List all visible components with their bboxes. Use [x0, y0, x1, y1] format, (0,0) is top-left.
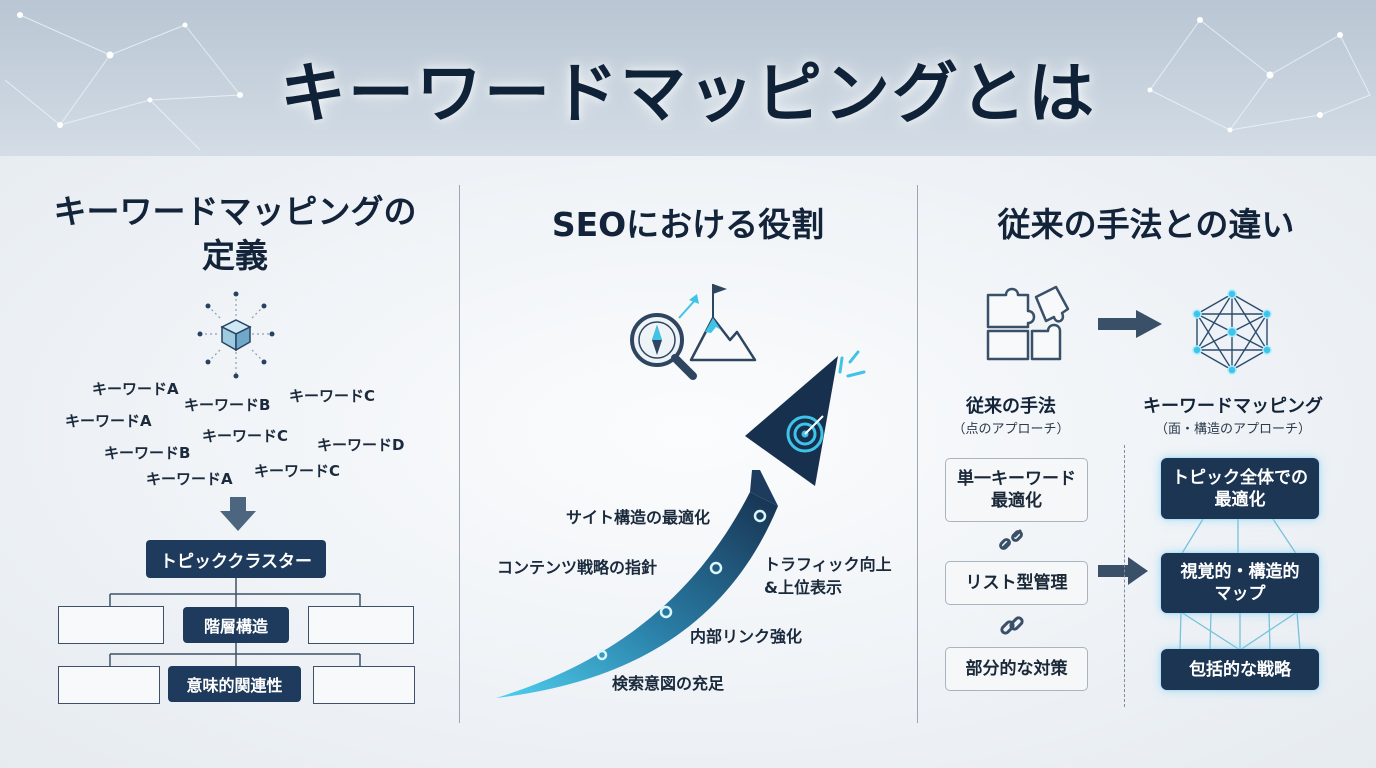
traditional-item: 部分的な対策: [945, 647, 1088, 691]
traditional-item: リスト型管理: [945, 561, 1088, 605]
traditional-heading: 従来の手法: [966, 396, 1056, 417]
semantic-relevance-box: 意味的関連性: [168, 666, 301, 702]
keyword-label: キーワードB: [184, 396, 271, 414]
traffic-label: トラフィック向上 &上位表示: [764, 555, 892, 597]
link-icon: [1000, 616, 1024, 635]
mapping-note: （面・構造のアプローチ）: [1154, 422, 1311, 437]
seo-role-title: SEOにおける役割: [551, 205, 825, 244]
keyword-label: キーワードC: [254, 462, 341, 480]
hierarchy-box: 階層構造: [183, 607, 289, 643]
mapping-heading: キーワードマッピング: [1143, 396, 1323, 417]
network-cube-icon: [197, 291, 275, 379]
column-divider: [1124, 445, 1125, 707]
right-arrow-icon: [1098, 310, 1162, 338]
magnifier-compass-icon: [630, 284, 757, 380]
page-title: キーワードマッピングとは: [280, 55, 1096, 132]
network-background-icon: [4, 12, 1371, 151]
target-icon: [786, 415, 824, 453]
traditional-item: 単一キーワード 最適化: [945, 458, 1088, 522]
mapping-item: トピック全体での 最適化: [1161, 458, 1319, 519]
search-intent-label: 検索意図の充足: [612, 674, 725, 693]
network-sphere-icon: [1192, 289, 1272, 375]
keyword-label: キーワードD: [317, 436, 405, 454]
puzzle-icon: [986, 285, 1070, 361]
broken-link-icon: [999, 529, 1023, 550]
topic-cluster-box: トピッククラスター: [146, 540, 326, 578]
content-strategy-label: コンテンツ戦略の指針: [497, 558, 658, 577]
empty-node-box: [308, 606, 414, 644]
mapping-item: 視覚的・構造的 マップ: [1161, 553, 1319, 613]
keyword-label: キーワードB: [104, 444, 191, 462]
mountain-flag-icon: [689, 284, 757, 362]
internal-links-label: 内部リンク強化: [690, 627, 803, 646]
keyword-label: キーワードA: [92, 380, 179, 398]
traditional-note: （点のアプローチ）: [952, 422, 1070, 437]
empty-node-box: [58, 666, 160, 704]
section-divider: [917, 185, 918, 723]
header-banner: キーワードマッピングとは: [0, 0, 1376, 156]
definition-title: キーワードマッピングの 定義: [53, 192, 417, 275]
empty-node-box: [58, 606, 164, 644]
right-arrow-icon: [1098, 557, 1148, 585]
comparison-title: 従来の手法との違い: [997, 205, 1295, 244]
keyword-label: キーワードA: [146, 470, 233, 488]
keyword-label: キーワードC: [289, 387, 376, 405]
keyword-label: キーワードC: [202, 427, 289, 445]
down-arrow-icon: [220, 497, 256, 531]
empty-node-box: [313, 666, 415, 704]
section-divider: [459, 185, 460, 723]
mapping-item: 包括的な戦略: [1161, 649, 1319, 690]
growth-arrow-icon: [496, 350, 866, 698]
site-structure-label: サイト構造の最適化: [566, 508, 711, 527]
keyword-label: キーワードA: [65, 412, 152, 430]
